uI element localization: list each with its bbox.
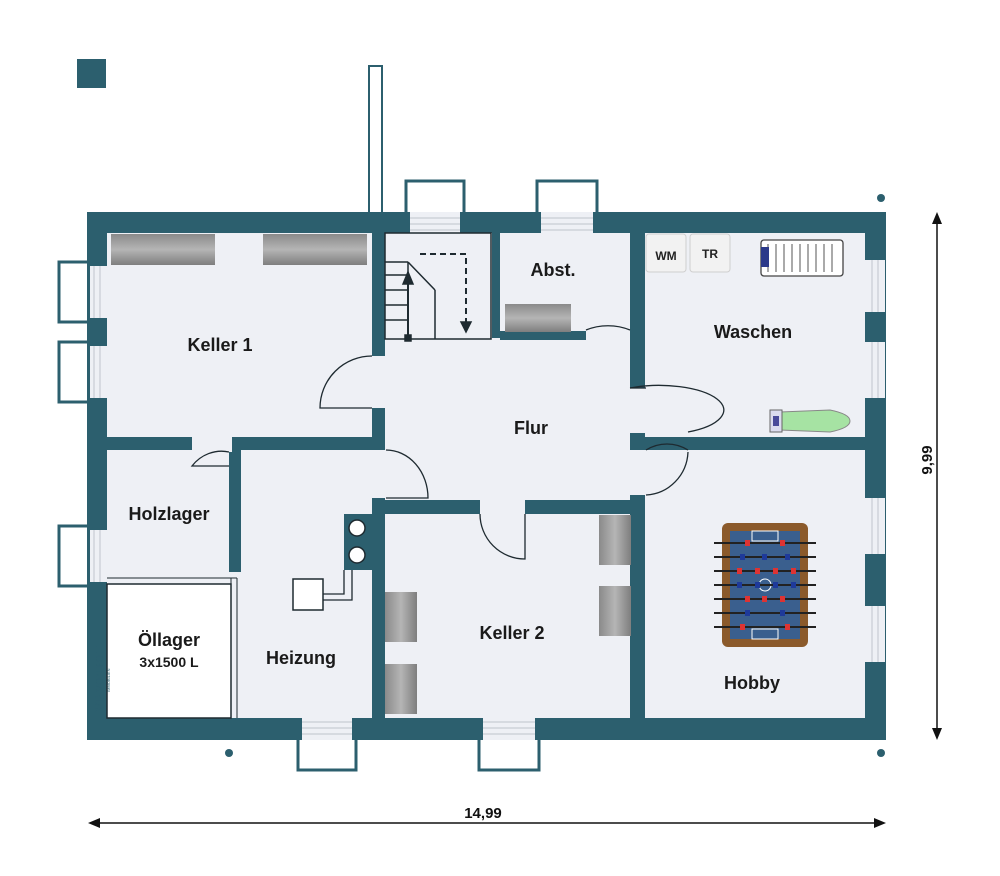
logo-brand: VON POLL <box>95 643 106 692</box>
dryer-label: TR <box>702 247 718 261</box>
dryer-icon: TR <box>689 233 731 273</box>
corner-dot <box>877 749 885 757</box>
room-label-heizung: Heizung <box>266 648 336 668</box>
room-label-waschen: Waschen <box>714 322 792 342</box>
von-poll-logo: VP VON POLL IMMOBILIEN <box>93 643 111 712</box>
door-swings <box>190 325 725 560</box>
dimension-height-label: 9,99 <box>919 445 936 474</box>
oil-tank <box>106 583 232 719</box>
washer-label: WM <box>655 249 676 263</box>
staircase <box>384 232 492 342</box>
windows <box>93 217 879 735</box>
dimension-width: 14,99 <box>88 805 886 828</box>
drying-rack-icon <box>760 239 844 277</box>
room-label-oellager: Öllager <box>138 630 200 650</box>
heating-unit <box>292 514 372 611</box>
shelves <box>111 234 631 714</box>
corner-dot <box>225 749 233 757</box>
washer-icon: WM <box>645 233 687 273</box>
logo-monogram: VP <box>93 694 108 712</box>
room-label-keller-1: Keller 1 <box>187 335 252 355</box>
light-wells <box>57 179 599 772</box>
room-label-holzlager: Holzlager <box>128 504 209 524</box>
ironing-board-icon <box>769 409 851 433</box>
room-label-abst: Abst. <box>531 260 576 280</box>
corner-dot <box>877 194 885 202</box>
brand-square <box>77 59 106 88</box>
room-label-flur: Flur <box>514 418 548 438</box>
foosball-table-icon <box>714 523 816 647</box>
dimension-width-label: 14,99 <box>464 805 502 822</box>
room-label-hobby: Hobby <box>724 673 780 693</box>
room-label-keller-2: Keller 2 <box>479 623 544 643</box>
logo-sub: IMMOBILIEN <box>106 668 111 692</box>
flue <box>368 65 383 215</box>
oellager-capacity: 3x1500 L <box>139 654 199 670</box>
dimension-height: 9,99 <box>919 212 942 740</box>
